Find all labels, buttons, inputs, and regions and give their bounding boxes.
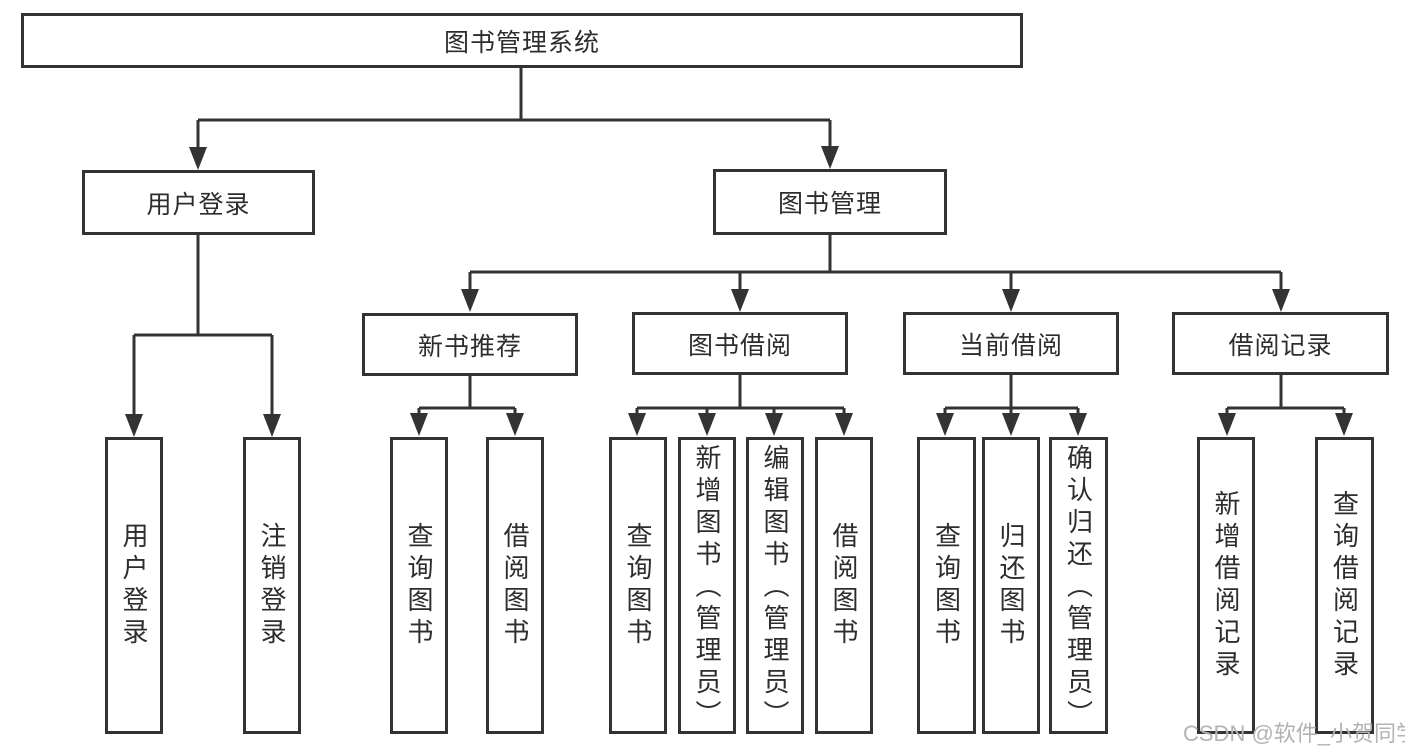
csdn-watermark: CSDN @软件_小贺同学 <box>1183 721 1405 746</box>
node-current-borrowing: 当前借阅 <box>903 312 1119 375</box>
arrowhead <box>125 414 143 437</box>
leaf-label: 编辑图书（管理员） <box>760 443 790 732</box>
leaf-user-login: 用户登录 <box>105 437 163 734</box>
arrowhead <box>461 289 479 312</box>
node-label: 借阅记录 <box>1228 331 1333 360</box>
arrowhead <box>1218 413 1236 436</box>
node-label: 当前借阅 <box>958 331 1063 360</box>
arrowhead <box>835 413 853 436</box>
edge-newbook-to-leaves <box>417 376 517 416</box>
leaf-label: 查询图书 <box>404 521 434 650</box>
leaf-label: 查询借阅记录 <box>1329 489 1360 682</box>
arrowhead <box>936 413 954 436</box>
arrowhead <box>506 413 524 436</box>
arrowhead <box>731 289 749 312</box>
leaf-label: 确认归还（管理员） <box>1063 443 1094 732</box>
arrowhead <box>1002 289 1020 312</box>
edge-currentborrow-to-leaves <box>943 375 1080 416</box>
node-new-book-recommend: 新书推荐 <box>362 313 578 376</box>
leaf-label: 借阅图书 <box>829 521 859 650</box>
leaf-borrow-books-recommend: 借阅图书 <box>486 437 544 734</box>
edge-root-to-level2 <box>196 67 832 150</box>
arrowhead <box>1272 289 1290 312</box>
leaf-label: 查询图书 <box>931 521 962 650</box>
leaf-query-books-current: 查询图书 <box>917 437 976 734</box>
leaf-return-book: 归还图书 <box>982 437 1040 734</box>
leaf-borrow-books-borrowing: 借阅图书 <box>815 437 873 734</box>
node-borrowing-records: 借阅记录 <box>1172 312 1389 375</box>
arrowhead <box>410 413 428 436</box>
arrowhead <box>1335 413 1353 436</box>
node-user-login: 用户登录 <box>82 170 315 235</box>
arrowhead <box>765 413 783 436</box>
arrowhead <box>263 414 281 437</box>
leaf-label: 查询图书 <box>623 521 653 650</box>
leaf-query-books-recommend: 查询图书 <box>390 437 448 734</box>
leaf-add-borrow-record: 新增借阅记录 <box>1197 437 1255 734</box>
arrowhead <box>698 413 716 436</box>
leaf-logout: 注销登录 <box>243 437 301 734</box>
arrowhead <box>821 146 839 169</box>
leaf-label: 归还图书 <box>996 521 1026 650</box>
node-book-borrowing: 图书借阅 <box>632 312 848 375</box>
node-label: 图书借阅 <box>687 331 792 360</box>
node-label: 图书管理系统 <box>443 28 600 57</box>
edge-bookmgmt-to-level3 <box>468 235 1283 292</box>
leaf-confirm-return-admin: 确认归还（管理员） <box>1049 437 1108 734</box>
arrowhead <box>1069 413 1087 436</box>
leaf-label: 用户登录 <box>119 521 149 650</box>
leaf-query-books-borrowing: 查询图书 <box>609 437 667 734</box>
leaf-add-book-admin: 新增图书（管理员） <box>678 437 736 734</box>
edge-userlogin-to-leaves <box>132 235 274 418</box>
leaf-label: 注销登录 <box>257 521 287 650</box>
arrowhead <box>1002 413 1020 436</box>
leaf-label: 借阅图书 <box>500 521 530 650</box>
node-library-management-system: 图书管理系统 <box>21 13 1023 68</box>
leaf-edit-book-admin: 编辑图书（管理员） <box>746 437 804 734</box>
node-label: 新书推荐 <box>417 332 522 361</box>
arrowhead <box>189 147 207 170</box>
edge-bookborrow-to-leaves <box>635 375 846 416</box>
leaf-label: 新增图书（管理员） <box>692 443 722 732</box>
node-label: 用户登录 <box>146 190 251 219</box>
leaf-query-borrow-record: 查询借阅记录 <box>1315 437 1374 734</box>
arrowhead <box>628 413 646 436</box>
leaf-label: 新增借阅记录 <box>1211 489 1241 682</box>
node-label: 图书管理 <box>777 190 882 218</box>
edge-borrowrecord-to-leaves <box>1225 375 1346 416</box>
node-book-management: 图书管理 <box>713 169 947 235</box>
